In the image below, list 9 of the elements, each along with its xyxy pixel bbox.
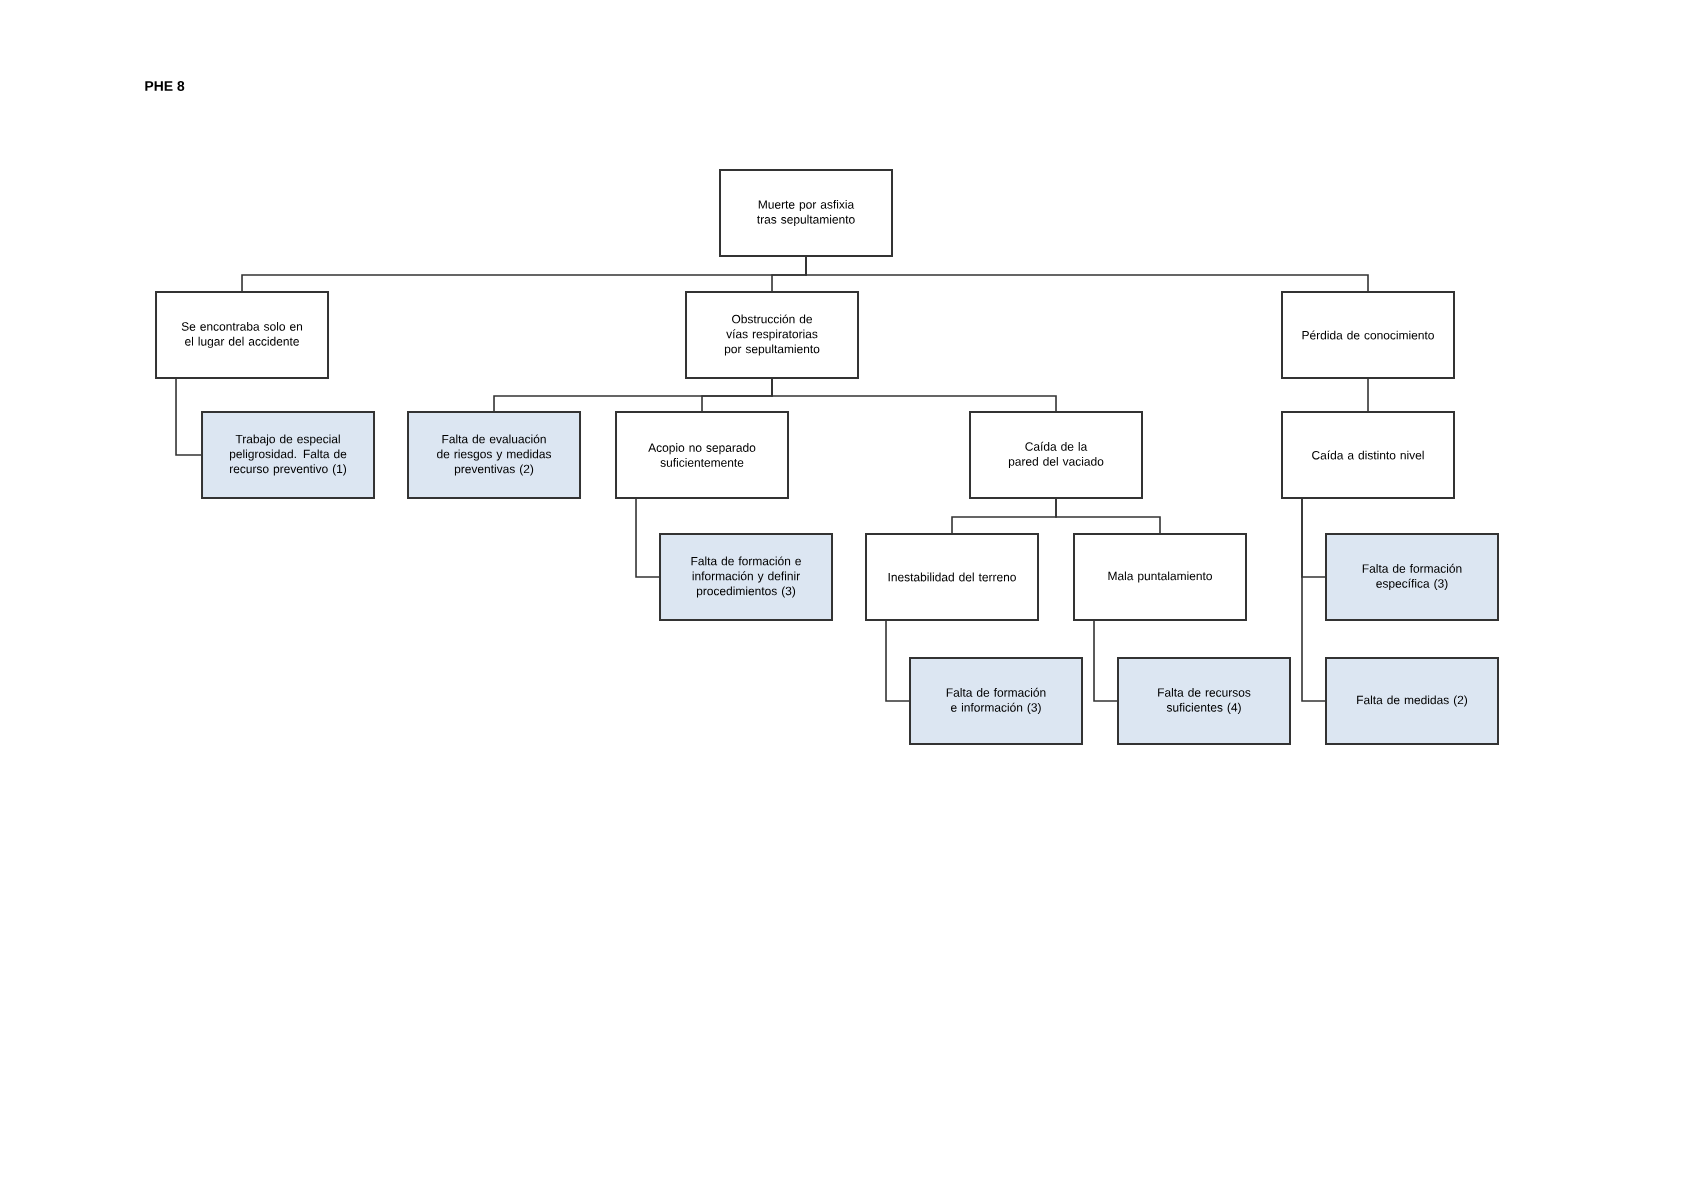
connector-line [1093, 620, 1118, 702]
connector-line [885, 620, 910, 702]
connector-line [635, 498, 660, 578]
connector-line [805, 256, 1369, 292]
connector-line [1301, 498, 1326, 702]
connector-line [1055, 498, 1161, 534]
connector-line [771, 378, 1057, 412]
connector-line [175, 378, 202, 456]
connector-line [1367, 378, 1369, 412]
